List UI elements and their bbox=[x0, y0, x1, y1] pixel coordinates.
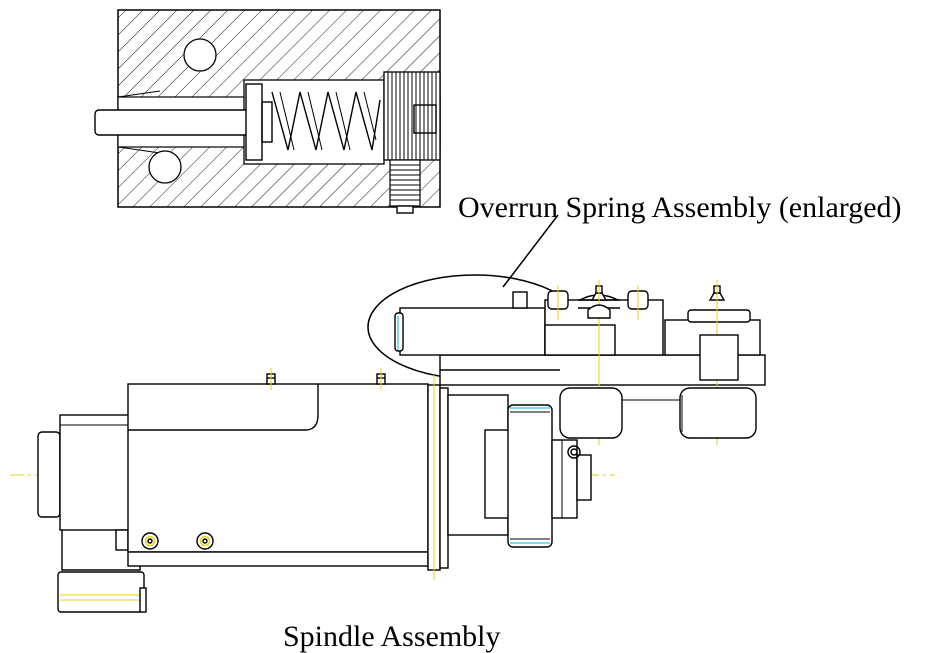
overrun-spring-label: Overrun Spring Assembly (enlarged) bbox=[458, 191, 902, 224]
overrun-spring-section bbox=[94, 9, 441, 214]
spring-cavity bbox=[243, 79, 385, 165]
grease-nipple-threads bbox=[389, 159, 421, 207]
plunger-head bbox=[245, 83, 263, 161]
plunger-rod bbox=[94, 109, 261, 136]
cap-threads bbox=[387, 72, 437, 160]
coil-spring bbox=[271, 91, 381, 151]
bolt-hole-lower bbox=[148, 150, 182, 184]
callout-leader bbox=[502, 214, 559, 288]
bolt-hole-upper bbox=[183, 38, 217, 72]
spindle-assembly-label: Spindle Assembly bbox=[283, 620, 501, 653]
spindle-assembly bbox=[10, 280, 766, 613]
